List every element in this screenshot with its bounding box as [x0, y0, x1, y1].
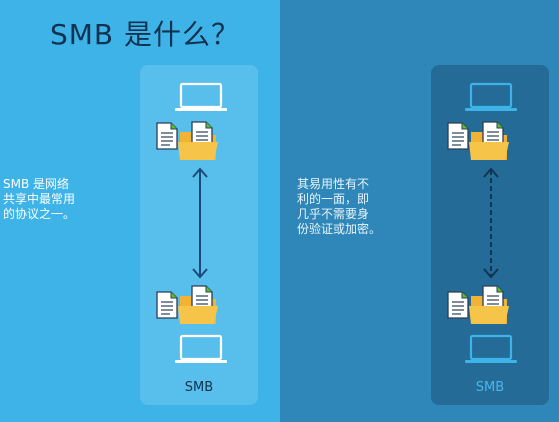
folder-icon	[469, 284, 511, 326]
double-arrow-icon	[190, 166, 210, 280]
left-description: SMB 是网络 共享中最常用 的协议之一。	[3, 177, 103, 222]
slide-title: SMB 是什么？	[50, 18, 241, 51]
laptop-icon	[175, 334, 227, 364]
dashed-double-arrow-icon	[481, 166, 501, 280]
left-description-line: 的协议之一。	[3, 207, 76, 221]
laptop-icon	[465, 334, 517, 364]
card-label: SMB	[184, 380, 214, 395]
document-icon	[447, 122, 469, 150]
right-description-line: 份验证或加密。	[297, 222, 382, 236]
right-description-line: 几乎不需要身	[297, 207, 370, 221]
left-description-line: SMB 是网络	[3, 177, 70, 191]
folder-icon	[178, 284, 220, 326]
right-description-line: 利的一面，即	[297, 192, 370, 206]
left-description-line: 共享中最常用	[3, 192, 76, 206]
right-description-line: 其易用性有不	[297, 177, 370, 191]
document-icon	[156, 122, 178, 150]
folder-icon	[178, 120, 220, 162]
document-icon	[447, 291, 469, 319]
right-description: 其易用性有不 利的一面，即 几乎不需要身 份验证或加密。	[297, 177, 407, 237]
laptop-icon	[465, 82, 517, 112]
document-icon	[156, 291, 178, 319]
laptop-icon	[175, 82, 227, 112]
card-label: SMB	[475, 380, 505, 395]
folder-icon	[469, 120, 511, 162]
